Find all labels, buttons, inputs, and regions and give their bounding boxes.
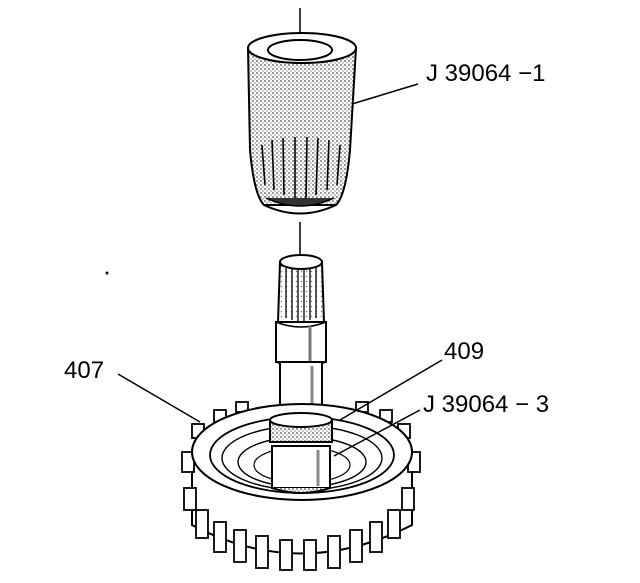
label-part-407: 407 [64, 357, 105, 384]
stray-dot [105, 271, 109, 275]
gear-407 [181, 401, 421, 571]
label-tool-j39064-3: J 39064 − 3 [423, 391, 550, 418]
leader-lines [117, 83, 443, 457]
label-tool-j39064-1: J 39064 −1 [426, 60, 546, 87]
installer-tool-top [246, 32, 358, 215]
label-part-409: 409 [444, 338, 485, 365]
